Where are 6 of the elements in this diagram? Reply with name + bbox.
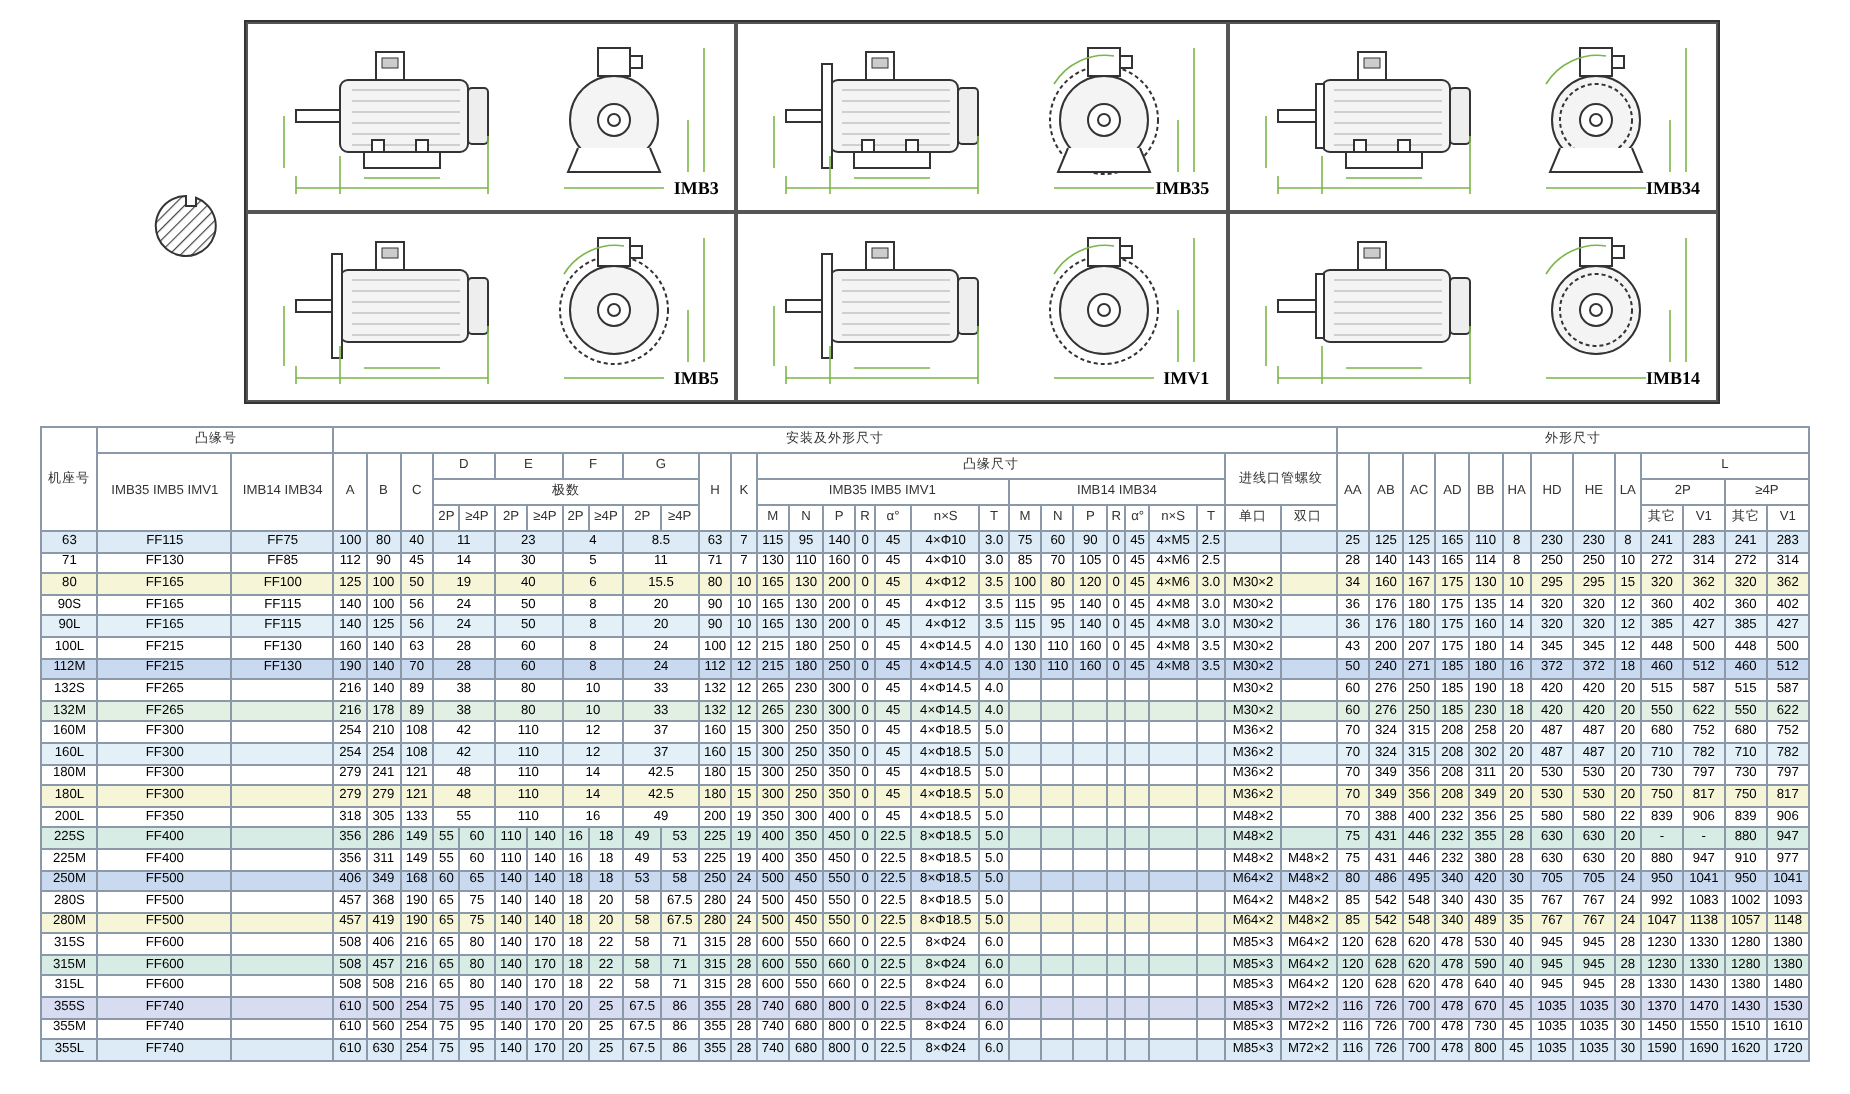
view-label: IMB3 (673, 178, 719, 198)
view-label: IMB14 (1645, 368, 1700, 388)
view-label: IMB35 (1155, 178, 1210, 198)
view-label: IMB5 (673, 368, 719, 388)
view-label: IMB34 (1645, 178, 1700, 198)
view-label: IMV1 (1163, 368, 1210, 388)
